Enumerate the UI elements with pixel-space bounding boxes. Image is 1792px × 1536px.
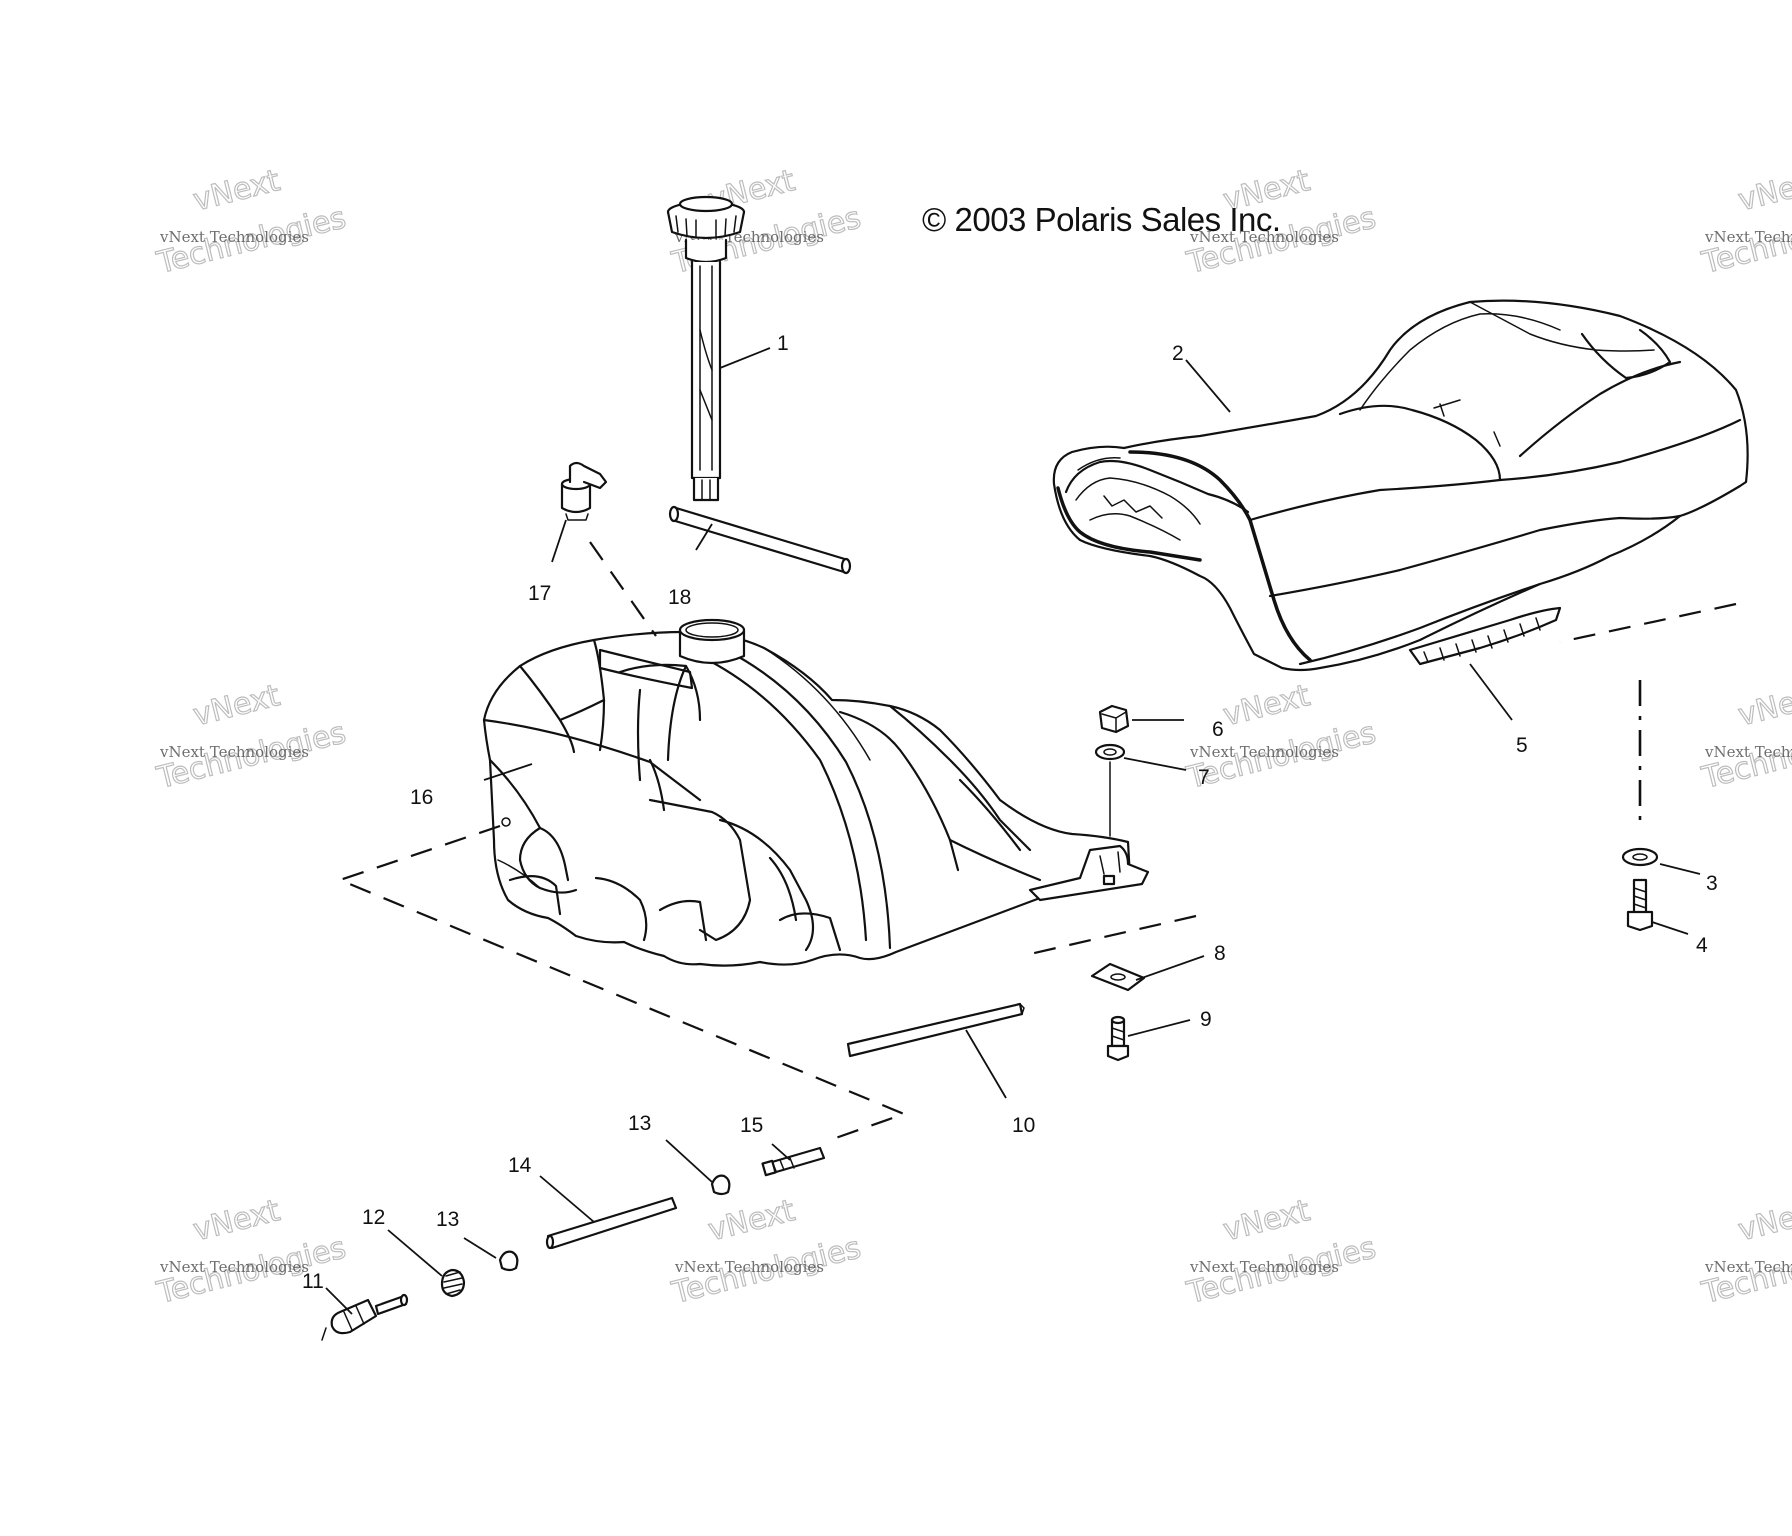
part-hose-18	[668, 505, 852, 575]
callout-18: 18	[668, 586, 691, 609]
callout-13b: 13	[436, 1208, 459, 1231]
callout-labels: 1 2 3 4 5 6 7 8 9 10 11 12 13 13 14 15 1…	[302, 332, 1718, 1293]
part-cap-13a	[710, 1174, 731, 1196]
callout-11: 11	[302, 1270, 324, 1293]
svg-text:vNext: vNext	[190, 163, 284, 218]
tank-mounting-plane	[336, 541, 1197, 1142]
svg-text:vNext Technologies: vNext Technologies	[1704, 743, 1792, 761]
part-fuel-sender-tube	[666, 195, 746, 502]
copyright-notice: © 2003 Polaris Sales Inc.	[922, 201, 1281, 238]
svg-text:vNext Technologies: vNext Technologies	[1704, 228, 1792, 246]
part-vent-valve-17	[560, 461, 608, 521]
leader-lines	[325, 347, 1701, 1315]
svg-text:vNext Technologies: vNext Technologies	[159, 1258, 309, 1276]
svg-text:vNext Technologies: vNext Technologies	[1189, 743, 1339, 761]
callout-9: 9	[1200, 1008, 1212, 1031]
callout-15: 15	[740, 1114, 763, 1137]
callout-3: 3	[1706, 872, 1718, 895]
svg-text:vNext Technologies: vNext Technologies	[1704, 1258, 1792, 1276]
seat-mounting-line	[1559, 602, 1737, 644]
part-strip-10	[846, 1002, 1025, 1058]
part-fitting-15	[761, 1146, 826, 1177]
callout-2: 2	[1172, 342, 1184, 365]
callout-4: 4	[1696, 934, 1708, 957]
svg-text:vNext: vNext	[190, 1193, 284, 1248]
part-washer-7	[1094, 743, 1126, 761]
svg-text:vNext: vNext	[705, 1193, 799, 1248]
part-nut-6	[1098, 704, 1130, 734]
part-bolt-4	[1626, 878, 1654, 932]
callout-1: 1	[777, 332, 789, 355]
callout-12: 12	[362, 1206, 385, 1229]
part-seat-2	[1052, 299, 1749, 672]
part-hose-14	[545, 1196, 678, 1250]
svg-text:vNext: vNext	[190, 678, 284, 733]
callout-17: 17	[528, 582, 551, 605]
svg-text:vNext: vNext	[1735, 163, 1792, 218]
part-plate-8	[1090, 962, 1146, 992]
part-bolt-9	[1106, 1015, 1130, 1062]
part-cap-13b	[498, 1250, 519, 1272]
part-valve-11	[321, 1293, 409, 1341]
callout-6: 6	[1212, 718, 1224, 741]
svg-text:vNext: vNext	[1735, 1193, 1792, 1248]
svg-text:vNext Technologies: vNext Technologies	[159, 743, 309, 761]
svg-text:vNext: vNext	[1220, 1193, 1314, 1248]
part-washer-3	[1621, 847, 1659, 867]
callout-8: 8	[1214, 942, 1226, 965]
callout-16: 16	[410, 786, 433, 809]
callout-10: 10	[1012, 1114, 1035, 1137]
callout-7: 7	[1198, 766, 1210, 789]
callout-13a: 13	[628, 1112, 651, 1135]
svg-text:vNext: vNext	[1220, 678, 1314, 733]
svg-text:vNext Technologies: vNext Technologies	[1189, 1258, 1339, 1276]
svg-text:vNext: vNext	[1735, 678, 1792, 733]
callout-5: 5	[1516, 734, 1528, 757]
callout-14: 14	[508, 1154, 532, 1177]
svg-text:vNext Technologies: vNext Technologies	[674, 1258, 824, 1276]
part-grommet-12	[440, 1268, 466, 1298]
svg-text:vNext Technologies: vNext Technologies	[1189, 228, 1339, 246]
part-fuel-tank-16	[482, 618, 1150, 967]
svg-text:vNext Technologies: vNext Technologies	[159, 228, 309, 246]
